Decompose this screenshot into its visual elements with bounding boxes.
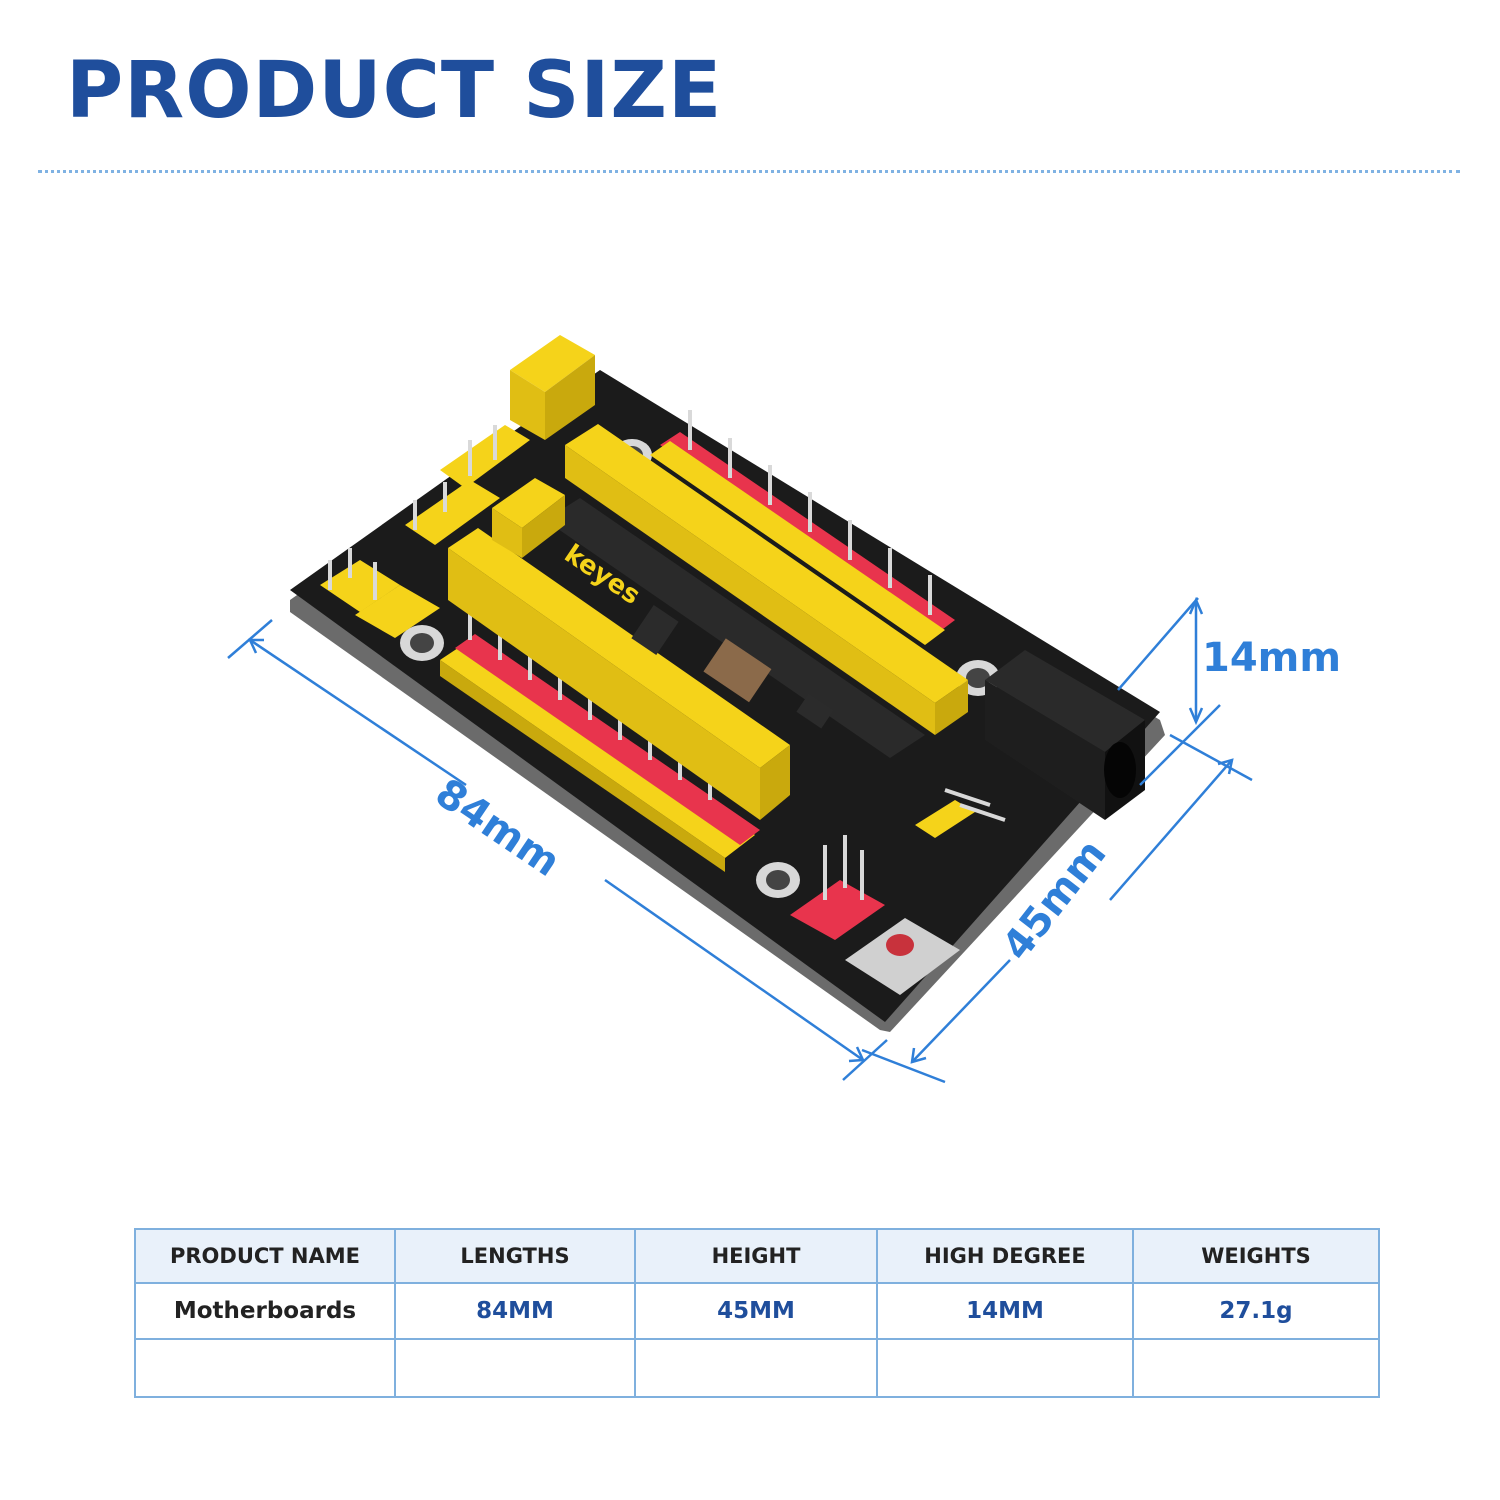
table-cell-weight: 27.1g [1132,1282,1380,1340]
table-cell [876,1338,1134,1398]
table-header-cell: WEIGHTS [1132,1228,1380,1284]
dimension-line-height [1117,596,1221,786]
pin-header-back [650,410,955,645]
table-cell [634,1338,878,1398]
table-header-row: PRODUCT NAME LENGTHS HEIGHT HIGH DEGREE … [134,1228,1380,1284]
swd-header [915,788,1006,838]
table-cell-product-name: Motherboards [134,1282,396,1340]
table-row [134,1338,1380,1398]
small-female-header [492,478,565,558]
spec-table: PRODUCT NAME LENGTHS HEIGHT HIGH DEGREE … [134,1228,1380,1398]
product-illustration [227,335,1253,1084]
table-cell-height: 45MM [634,1282,878,1340]
small-female-header [510,335,595,440]
pin-header-left-group [320,425,530,638]
dimension-line-length [227,619,888,1081]
chip [631,605,679,655]
table-cell-length: 84MM [394,1282,636,1340]
dc-power-jack [985,650,1145,820]
table-header-cell: PRODUCT NAME [134,1228,396,1284]
table-cell [1132,1338,1380,1398]
title-divider [38,170,1460,173]
dimension-height-label: 14mm [1202,635,1342,681]
transistor [796,693,834,729]
table-header-cell: HIGH DEGREE [876,1228,1134,1284]
page-title: PRODUCT SIZE [66,46,723,136]
table-row: Motherboards 84MM 45MM 14MM 27.1g [134,1282,1380,1340]
reset-button [845,918,960,995]
table-cell [134,1338,396,1398]
table-header-cell: HEIGHT [634,1228,878,1284]
table-header-cell: LENGTHS [394,1228,636,1284]
inductor [703,638,772,703]
table-cell [394,1338,636,1398]
female-header-left [448,528,790,820]
table-cell-high-degree: 14MM [876,1282,1134,1340]
module-slot [545,498,925,758]
power-out-header [790,835,885,940]
female-header-right [565,424,968,735]
